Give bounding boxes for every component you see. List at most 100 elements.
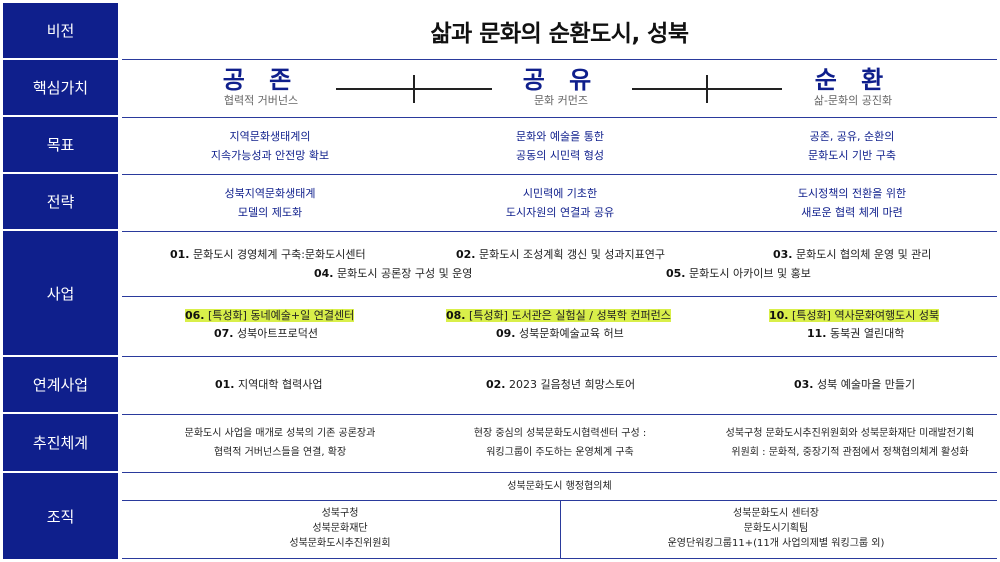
org-line: 문화도시기획팀: [743, 523, 809, 534]
row-divider: [122, 117, 997, 118]
goal-3: 공존, 공유, 순환의 문화도시 기반 구축: [722, 127, 982, 165]
value-connector-tick: [413, 75, 415, 103]
business-number: 02.: [456, 248, 476, 261]
row-divider: [122, 296, 997, 297]
goal-line: 지역문화생태계의: [229, 130, 311, 143]
row-divider: [122, 500, 997, 501]
sidebar-label-system: 추진체계: [3, 414, 118, 471]
business-number: 10.: [769, 309, 789, 322]
sidebar-label-vision: 비전: [3, 3, 118, 58]
highlight-badge: 06. [특성화] 동네예술+일 연결센터: [185, 309, 355, 322]
strategy-line: 도시자원의 연결과 공유: [505, 206, 615, 219]
value-subtitle: 문화 커먼즈: [533, 94, 589, 107]
linked-item-03: 03. 성북 예술마을 만들기: [794, 378, 915, 392]
business-item-04: 04. 문화도시 공론장 구성 및 운영: [314, 267, 472, 281]
goal-1: 지역문화생태계의 지속가능성과 안전망 확보: [140, 127, 400, 165]
strategy-3: 도시정책의 전환을 위한 새로운 협력 체계 마련: [722, 184, 982, 222]
strategy-line: 새로운 협력 체계 마련: [801, 206, 903, 219]
business-number: 01.: [170, 248, 190, 261]
linked-number: 02.: [486, 378, 506, 391]
business-label: 문화도시 아카이브 및 홍보: [689, 267, 811, 280]
org-line: 성북문화도시추진위원회: [289, 538, 391, 549]
business-item-07: 07. 성북아트프로덕션: [214, 327, 318, 341]
business-label: 성북문화예술교육 허브: [519, 327, 624, 340]
goal-line: 지속가능성과 안전망 확보: [210, 149, 330, 162]
business-number: 07.: [214, 327, 234, 340]
sidebar-label-core-values: 핵심가치: [3, 60, 118, 115]
strategy-2: 시민력에 기초한 도시자원의 연결과 공유: [430, 184, 690, 222]
linked-item-01: 01. 지역대학 협력사업: [215, 378, 322, 392]
business-item-06: 06. [특성화] 동네예술+일 연결센터: [185, 309, 355, 323]
linked-number: 03.: [794, 378, 814, 391]
business-label: 문화도시 경영체계 구축:문화도시센터: [193, 248, 366, 261]
value-subtitle: 삶-문화의 공진화: [813, 94, 893, 107]
strategy-1: 성북지역문화생태계 모델의 제도화: [140, 184, 400, 222]
row-divider: [122, 558, 997, 559]
business-item-01: 01. 문화도시 경영체계 구축:문화도시센터: [170, 248, 366, 262]
business-label: [특성화] 역사문화여행도시 성북: [792, 309, 940, 322]
strategy-line: 시민력에 기초한: [522, 187, 598, 200]
business-label: 동북권 열린대학: [830, 327, 905, 340]
system-line: 현장 중심의 성북문화도시협력센터 구성 :: [473, 428, 647, 439]
business-label: 문화도시 협의체 운영 및 관리: [796, 248, 932, 261]
org-divider: [560, 500, 561, 558]
business-label: [특성화] 동네예술+일 연결센터: [208, 309, 355, 322]
sidebar-label-goal: 목표: [3, 117, 118, 172]
row-divider: [122, 59, 997, 60]
linked-item-02: 02. 2023 길음청년 희망스토어: [486, 378, 635, 392]
business-label: 문화도시 조성계획 갱신 및 성과지표연구: [479, 248, 666, 261]
goal-line: 공동의 시민력 형성: [516, 149, 604, 162]
org-left: 성북구청 성북문화재단 성북문화도시추진위원회: [130, 506, 550, 551]
business-item-02: 02. 문화도시 조성계획 갱신 및 성과지표연구: [456, 248, 665, 262]
business-number: 09.: [496, 327, 516, 340]
org-right: 성북문화도시 센터장 문화도시기획팀 운영단워킹그룹11+(11개 사업의제별 …: [566, 506, 986, 551]
value-title: 공 존: [222, 66, 300, 94]
strategy-line: 도시정책의 전환을 위한: [797, 187, 907, 200]
value-coexistence: 공 존 협력적 거버넌스: [196, 66, 326, 108]
system-line: 위원회 : 문화적, 중장기적 관점에서 정책협의체계 활성화: [731, 447, 969, 458]
org-line: 운영단워킹그룹11+(11개 사업의제별 워킹그룹 외): [667, 538, 885, 549]
org-line: 성북구청: [321, 508, 359, 519]
linked-number: 01.: [215, 378, 235, 391]
system-line: 성북구청 문화도시추진위원회와 성북문화재단 미래발전기획: [725, 428, 975, 439]
linked-label: 지역대학 협력사업: [238, 378, 323, 391]
system-1: 문화도시 사업을 매개로 성북의 기존 공론장과 협력적 거버넌스들을 연결, …: [130, 424, 430, 462]
business-number: 08.: [446, 309, 466, 322]
business-item-05: 05. 문화도시 아카이브 및 홍보: [666, 267, 811, 281]
row-divider: [122, 356, 997, 357]
vision-title: 삶과 문화의 순환도시, 성북: [430, 20, 689, 47]
goal-2: 문화와 예술을 통한 공동의 시민력 형성: [430, 127, 690, 165]
linked-label: 성북 예술마을 만들기: [817, 378, 916, 391]
business-label: [특성화] 도서관은 실험실 / 성북학 컨퍼런스: [469, 309, 671, 322]
business-label: 문화도시 공론장 구성 및 운영: [337, 267, 473, 280]
sidebar-label-business: 사업: [3, 231, 118, 355]
business-number: 11.: [807, 327, 827, 340]
business-item-08: 08. [특성화] 도서관은 실험실 / 성북학 컨퍼런스: [446, 309, 671, 323]
value-connector-tick: [706, 75, 708, 103]
business-number: 05.: [666, 267, 686, 280]
row-divider: [122, 472, 997, 473]
sidebar-label-linked-business: 연계사업: [3, 357, 118, 412]
value-subtitle: 협력적 거버넌스: [223, 94, 299, 107]
org-line: 성북문화도시 센터장: [733, 508, 819, 519]
goal-line: 문화와 예술을 통한: [516, 130, 604, 143]
business-label: 성북아트프로덕션: [237, 327, 318, 340]
org-line: 성북문화재단: [312, 523, 368, 534]
value-title: 공 유: [522, 66, 600, 94]
business-item-10: 10. [특성화] 역사문화여행도시 성북: [769, 309, 940, 323]
business-number: 03.: [773, 248, 793, 261]
org-header: 성북문화도시 행정협의체: [507, 481, 612, 492]
goal-line: 공존, 공유, 순환의: [809, 130, 895, 143]
business-item-09: 09. 성북문화예술교육 허브: [496, 327, 624, 341]
value-circulation: 순 환 삶-문화의 공진화: [788, 66, 918, 108]
row-divider: [122, 231, 997, 232]
system-line: 문화도시 사업을 매개로 성북의 기존 공론장과: [184, 428, 376, 439]
row-divider: [122, 174, 997, 175]
linked-label: 2023 길음청년 희망스토어: [509, 378, 636, 391]
system-2: 현장 중심의 성북문화도시협력센터 구성 : 워킹그룹이 주도하는 운영체계 구…: [420, 424, 700, 462]
system-3: 성북구청 문화도시추진위원회와 성북문화재단 미래발전기획 위원회 : 문화적,…: [702, 424, 998, 462]
value-title: 순 환: [814, 66, 892, 94]
sidebar-label-organization: 조직: [3, 473, 118, 559]
row-divider: [122, 414, 997, 415]
system-line: 워킹그룹이 주도하는 운영체계 구축: [486, 447, 634, 458]
